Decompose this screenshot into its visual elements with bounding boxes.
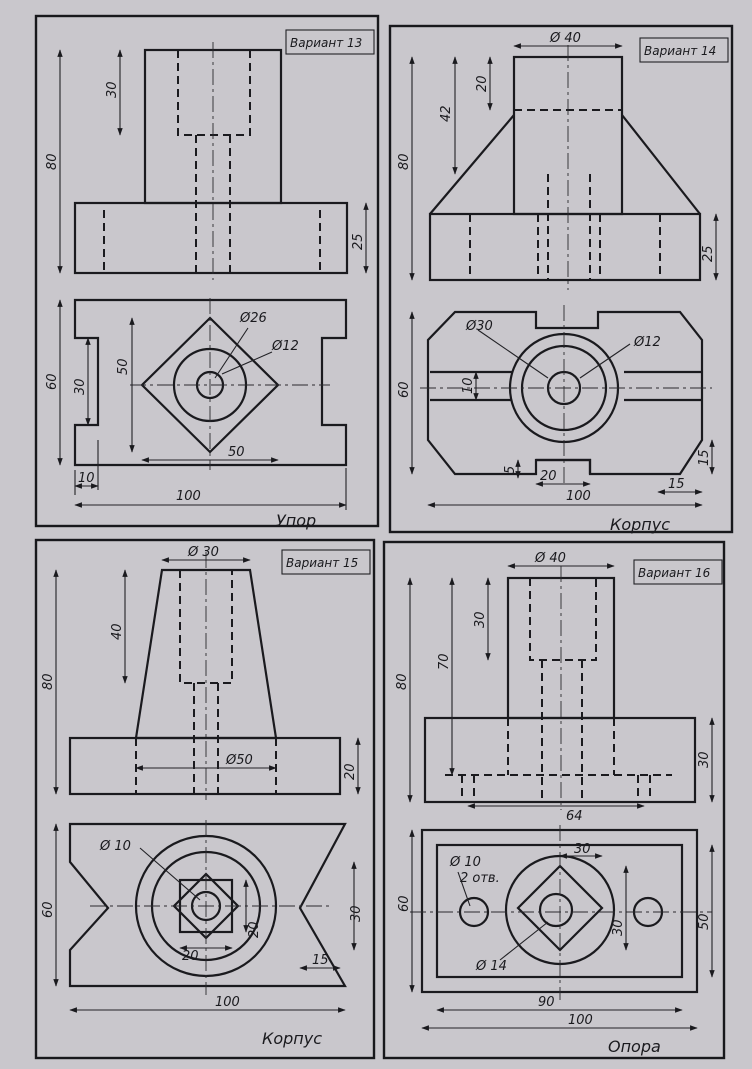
dimension-label: 15 (668, 477, 685, 492)
variant-15-front-view (68, 552, 342, 800)
dimension-label: 30 (574, 842, 591, 857)
dimension-label: 30 (697, 751, 712, 768)
dimension-label: 50 (228, 445, 245, 460)
variant-14-title: Корпус (610, 515, 670, 534)
dimension-label: 60 (41, 901, 56, 918)
dimension-label: 40 (110, 623, 125, 640)
dimension-label: 30 (611, 919, 626, 936)
dimension-label: 70 (437, 653, 452, 670)
dimension-label: Ø 40 (534, 551, 566, 566)
dimension-label: 30 (349, 905, 364, 922)
variant-13-panel: Вариант 13 30 80 25 Ø26 (34, 14, 380, 530)
variant-16-front-view (423, 566, 697, 810)
dimension-label: 100 (176, 489, 201, 504)
dimension-label: 15 (697, 449, 712, 466)
variant-14-front-view (428, 45, 702, 290)
variant-16-top-view (410, 825, 712, 1000)
variant-15-label-box (281, 549, 371, 575)
dimension-label: Ø 14 (475, 959, 507, 974)
variant-13-title: Упор (276, 511, 316, 530)
variant-13-label: Вариант 13 (290, 36, 362, 50)
variant-14-top-view (420, 305, 712, 485)
variant-15-dimensions: Ø 30 40 80 Ø50 20 Ø 10 60 20 20 30 15 10… (41, 545, 364, 1013)
dimension-label: 30 (473, 611, 488, 628)
dimension-label: 20 (182, 949, 199, 964)
variant-13-label-box (285, 29, 375, 55)
dimension-label: Ø12 (271, 339, 299, 354)
dimension-label: Ø26 (239, 311, 267, 326)
dimension-label: Ø30 (465, 319, 493, 334)
dimension-label: 50 (697, 913, 712, 930)
dimension-label: 25 (351, 233, 366, 250)
dimension-label: 80 (45, 153, 60, 170)
dimension-label: 42 (439, 105, 454, 122)
dimension-label: 10 (78, 471, 95, 486)
variant-13-frame (34, 14, 380, 528)
variant-15-label: Вариант 15 (286, 556, 358, 570)
variant-15-frame (34, 538, 376, 1060)
dimension-label: Ø12 (633, 335, 661, 350)
dimension-label: 5 (503, 466, 518, 474)
dimension-label: 100 (566, 489, 591, 504)
dimension-label: 80 (41, 673, 56, 690)
dimension-label: Ø50 (225, 753, 253, 768)
variant-14-dimensions: Ø 40 20 42 80 25 Ø30 Ø12 60 10 5 20 15 1… (397, 31, 719, 508)
variant-14-frame (388, 24, 734, 534)
variant-16-dimensions: Ø 40 30 70 80 30 64 Ø 10 2 отв. 30 60 30… (395, 551, 715, 1031)
variant-13-front-view (73, 42, 349, 280)
dimension-label: Ø 10 (449, 855, 481, 870)
dimension-label: 2 отв. (460, 871, 500, 886)
dimension-label: 80 (395, 673, 410, 690)
variant-16-panel: Вариант 16 Ø 40 30 70 (382, 540, 726, 1060)
variant-15-title: Корпус (262, 1029, 322, 1048)
dimension-label: 20 (247, 921, 262, 938)
dimension-label: 90 (538, 995, 555, 1010)
variant-16-label-box (633, 559, 723, 585)
variant-16-label: Вариант 16 (638, 566, 711, 580)
dimension-label: 60 (397, 381, 412, 398)
dimension-label: 30 (105, 81, 120, 98)
dimension-label: Ø 40 (549, 31, 581, 46)
variant-14-panel: Вариант 14 Ø 40 20 42 (388, 24, 734, 534)
dimension-label: 100 (568, 1013, 593, 1028)
variant-16-frame (382, 540, 726, 1060)
dimension-label: 100 (215, 995, 240, 1010)
dimension-label: 20 (540, 469, 557, 484)
dimension-label: 25 (701, 245, 716, 262)
dimension-label: 10 (461, 377, 476, 394)
variant-16-title: Опора (608, 1037, 661, 1056)
variant-14-label-box (639, 37, 729, 63)
dimension-label: 15 (312, 953, 329, 968)
dimension-label: 30 (73, 378, 88, 395)
dimension-label: Ø 10 (99, 839, 131, 854)
dimension-label: 64 (566, 809, 583, 824)
dimension-label: Ø 30 (187, 545, 219, 560)
dimension-label: 80 (397, 153, 412, 170)
dimension-label: 60 (45, 373, 60, 390)
variant-13-dimensions: 30 80 25 Ø26 Ø12 50 60 30 50 10 100 (45, 49, 369, 510)
dimension-label: 20 (343, 763, 358, 780)
variant-15-top-view (68, 820, 347, 995)
variant-14-label: Вариант 14 (644, 44, 716, 58)
variant-15-panel: Вариант 15 Ø 30 40 80 Ø5 (34, 538, 376, 1060)
dimension-label: 20 (475, 75, 490, 92)
dimension-label: 50 (116, 358, 131, 375)
variant-13-top-view (73, 298, 348, 470)
dimension-label: 60 (397, 895, 412, 912)
